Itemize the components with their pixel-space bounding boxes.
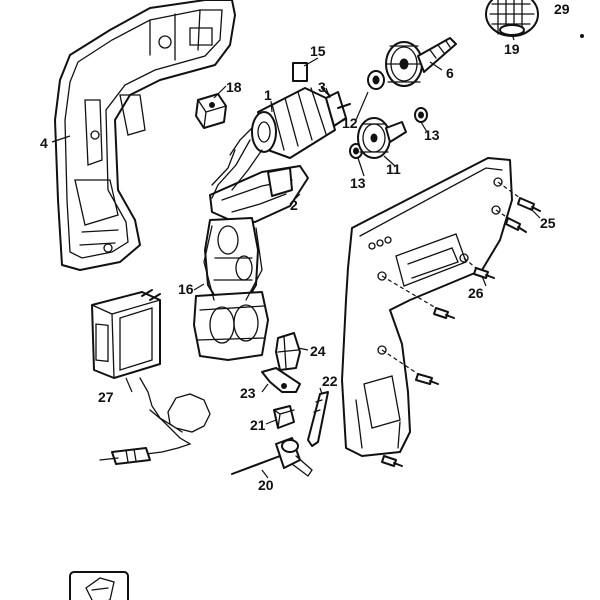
leader-lines xyxy=(51,33,541,479)
small-plate xyxy=(292,62,308,82)
small-block xyxy=(273,405,295,429)
bracket xyxy=(261,367,301,393)
part-label-13: 13 xyxy=(424,127,440,143)
washer xyxy=(367,70,385,90)
part-label-3: 3 xyxy=(318,79,326,95)
part-label-19: 19 xyxy=(504,41,520,57)
manual-icon xyxy=(69,571,129,600)
motor xyxy=(251,87,351,159)
switch-trigger-assembly xyxy=(209,127,309,223)
part-label-24: 24 xyxy=(310,343,326,359)
switch-block xyxy=(195,93,227,129)
part-label-25: 25 xyxy=(540,215,556,231)
part-label-23: 23 xyxy=(240,385,256,401)
part-label-6: 6 xyxy=(446,65,454,81)
dot-mark xyxy=(580,34,584,38)
assembly-lines xyxy=(381,181,521,375)
part-label-16: 16 xyxy=(178,281,194,297)
charger xyxy=(91,289,211,465)
chuck-key xyxy=(231,437,313,477)
left-housing-half xyxy=(54,0,236,271)
chuck xyxy=(485,0,539,37)
intermediate-gear xyxy=(357,117,407,159)
screw-set xyxy=(381,197,541,467)
part-label-22: 22 xyxy=(322,373,338,389)
nut-a xyxy=(414,107,428,123)
part-label-29: 29 xyxy=(554,1,570,17)
part-label-2: 2 xyxy=(290,197,298,213)
part-label-18: 18 xyxy=(226,79,242,95)
part-label-15: 15 xyxy=(310,43,326,59)
part-label-21: 21 xyxy=(250,417,266,433)
part-label-1: 1 xyxy=(264,87,272,103)
battery-clip xyxy=(275,332,301,371)
part-labels: 1 2 3 4 6 11 12 13 13 15 16 18 19 20 21 … xyxy=(40,1,570,493)
part-label-27: 27 xyxy=(98,389,114,405)
part-label-4: 4 xyxy=(40,135,48,151)
part-label-11: 11 xyxy=(386,161,401,177)
spindle-gear xyxy=(385,37,457,87)
bit-holder xyxy=(307,391,329,447)
right-housing-half xyxy=(341,157,513,457)
battery-pack xyxy=(193,217,269,361)
part-label-26: 26 xyxy=(468,285,484,301)
part-label-12: 12 xyxy=(342,115,358,131)
part-label-13: 13 xyxy=(350,175,366,191)
part-label-20: 20 xyxy=(258,477,274,493)
